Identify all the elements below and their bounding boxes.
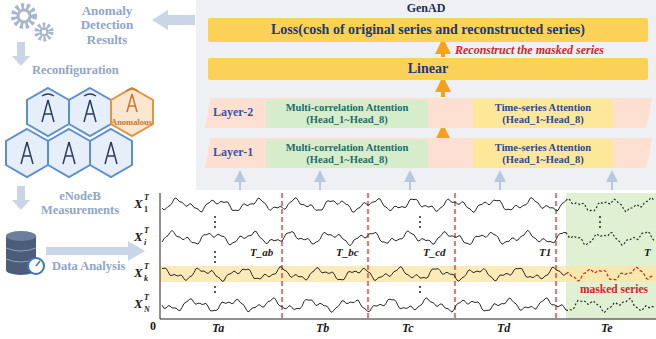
segment-label: Td	[497, 322, 510, 335]
step-label: Data Analysis	[52, 260, 125, 274]
series-index: k	[144, 275, 148, 284]
series-exponent: T	[144, 227, 149, 236]
masked-series-line	[566, 198, 654, 212]
segment-boundaries	[282, 193, 556, 319]
series-exponent: T	[144, 263, 149, 272]
series-line	[162, 298, 566, 313]
analysis-arrow	[46, 241, 145, 261]
result-arrow	[152, 10, 195, 30]
segment-label: Tb	[316, 322, 329, 335]
box-label: Multi-correlation Attention (Head_1~Head…	[270, 102, 424, 126]
masked-series-line	[566, 298, 654, 312]
row-ellipsis	[214, 216, 601, 293]
series-index: 1	[144, 206, 148, 215]
panel-title: GenAD	[196, 1, 656, 16]
layer-bar: Loss(cosh of original series and reconst…	[208, 18, 648, 42]
layer-name: Layer-1	[213, 145, 253, 160]
segment-label: Te	[601, 322, 613, 335]
box-label: Time-series Attention (Head_1~Head_8)	[477, 142, 609, 166]
boundary-label: T1	[538, 246, 552, 258]
series-line	[162, 267, 566, 282]
series-index: N	[144, 306, 150, 315]
box-label: Time-series Attention (Head_1~Head_8)	[477, 102, 609, 126]
series-name: X	[134, 230, 143, 244]
attention-box: Time-series Attention (Head_1~Head_8)	[473, 100, 613, 128]
axis-origin: 0	[150, 320, 156, 333]
down-arrow	[12, 186, 30, 210]
masked-series-line	[566, 267, 654, 281]
step-label: Anomaly Detection Results	[64, 4, 150, 47]
gear-icon	[14, 6, 51, 39]
series-name: X	[134, 266, 143, 280]
boundary-label: T_ab	[249, 246, 274, 258]
panel-ground	[196, 0, 656, 190]
attention-box: Multi-correlation Attention (Head_1~Head…	[266, 140, 428, 168]
series-name: X	[134, 297, 143, 311]
boundary-label: T	[643, 246, 652, 258]
flow-arrow	[441, 132, 445, 137]
database-icon	[6, 231, 44, 275]
step-label: Reconfiguration	[32, 64, 119, 78]
boundary-label: T_bc	[335, 246, 360, 258]
series-line	[162, 230, 566, 246]
row-highlight	[160, 266, 656, 282]
edge-label: Reconstruct the masked series	[453, 43, 606, 58]
box-label: Loss(cosh of original series and reconst…	[271, 22, 585, 38]
flow-arrow	[441, 84, 445, 97]
series-name: X	[134, 197, 143, 211]
flow-arrow	[441, 46, 445, 57]
layer-band: Layer-2 Multi-correlation Attention (Head…	[205, 98, 652, 128]
cell-label: Anomalous	[111, 118, 152, 127]
attention-box: Multi-correlation Attention (Head_1~Head…	[266, 100, 428, 128]
attention-box: Time-series Attention (Head_1~Head_8)	[473, 140, 613, 168]
mask-label: masked series	[580, 283, 648, 296]
boundary-label: T_cd	[422, 246, 447, 258]
layer-band: Layer-1 Multi-correlation Attention (Head…	[205, 138, 652, 168]
layer-name: Layer-2	[213, 105, 253, 120]
input-arrows	[240, 176, 612, 190]
box-label: Linear	[408, 61, 448, 77]
segment-label: Tc	[402, 322, 414, 335]
layer-bar: Linear	[208, 58, 648, 80]
model-panel: GenAD Loss(cosh of original series and re…	[196, 0, 656, 188]
down-arrow	[12, 42, 30, 66]
series-exponent: T	[144, 194, 149, 203]
series-line	[162, 198, 566, 213]
masked-series-line	[566, 232, 654, 246]
masked-region	[566, 193, 656, 319]
series-index: i	[144, 239, 146, 248]
box-label: Multi-correlation Attention (Head_1~Head…	[270, 142, 424, 166]
segment-label: Ta	[212, 322, 224, 335]
series-exponent: T	[144, 294, 149, 303]
axis	[160, 193, 656, 319]
step-label: eNodeB Measurements	[32, 190, 128, 218]
cell-network	[6, 88, 153, 177]
